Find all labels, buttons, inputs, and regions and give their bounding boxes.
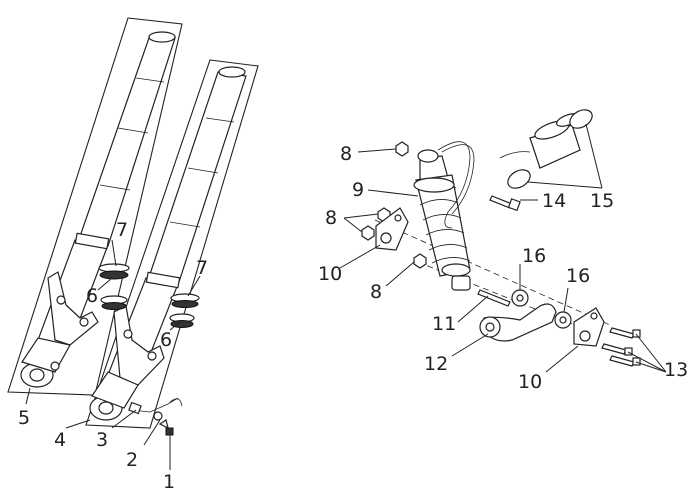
callout-5: 5 bbox=[18, 407, 30, 429]
callout-2: 2 bbox=[126, 449, 138, 471]
callout-1: 1 bbox=[163, 471, 175, 493]
fork-seal-set-left bbox=[98, 263, 130, 310]
callout-3: 3 bbox=[96, 429, 108, 451]
callout-7-right: 7 bbox=[196, 257, 208, 279]
callout-16-right: 16 bbox=[566, 265, 590, 287]
callout-10-upper: 10 bbox=[318, 263, 342, 285]
fork-seal-set-right bbox=[169, 293, 200, 328]
callout-4: 4 bbox=[54, 429, 66, 451]
small-fasteners bbox=[128, 397, 183, 436]
callout-13: 13 bbox=[664, 359, 688, 381]
leader-lines bbox=[25, 123, 667, 470]
callout-6-right: 6 bbox=[160, 329, 172, 351]
callout-10-lower: 10 bbox=[518, 371, 542, 393]
callout-15: 15 bbox=[590, 190, 614, 212]
front-fork-left bbox=[7, 17, 183, 396]
callout-9: 9 bbox=[352, 179, 364, 201]
callout-8-bottom: 8 bbox=[370, 281, 382, 303]
fork-right-frame bbox=[85, 59, 259, 429]
callout-6-left: 6 bbox=[86, 285, 98, 307]
callout-labels: 1 2 3 4 5 6 6 7 7 8 8 8 9 10 10 11 12 13… bbox=[18, 143, 688, 493]
callout-7-left: 7 bbox=[116, 219, 128, 241]
front-fork-right bbox=[85, 59, 259, 429]
callout-11: 11 bbox=[432, 313, 456, 335]
nut-top bbox=[395, 141, 409, 157]
callout-14: 14 bbox=[542, 190, 566, 212]
callout-8-top: 8 bbox=[340, 143, 352, 165]
callout-12: 12 bbox=[424, 353, 448, 375]
rear-shock-assembly bbox=[361, 109, 641, 367]
callout-16-left: 16 bbox=[522, 245, 546, 267]
callout-8-middle: 8 bbox=[325, 207, 337, 229]
